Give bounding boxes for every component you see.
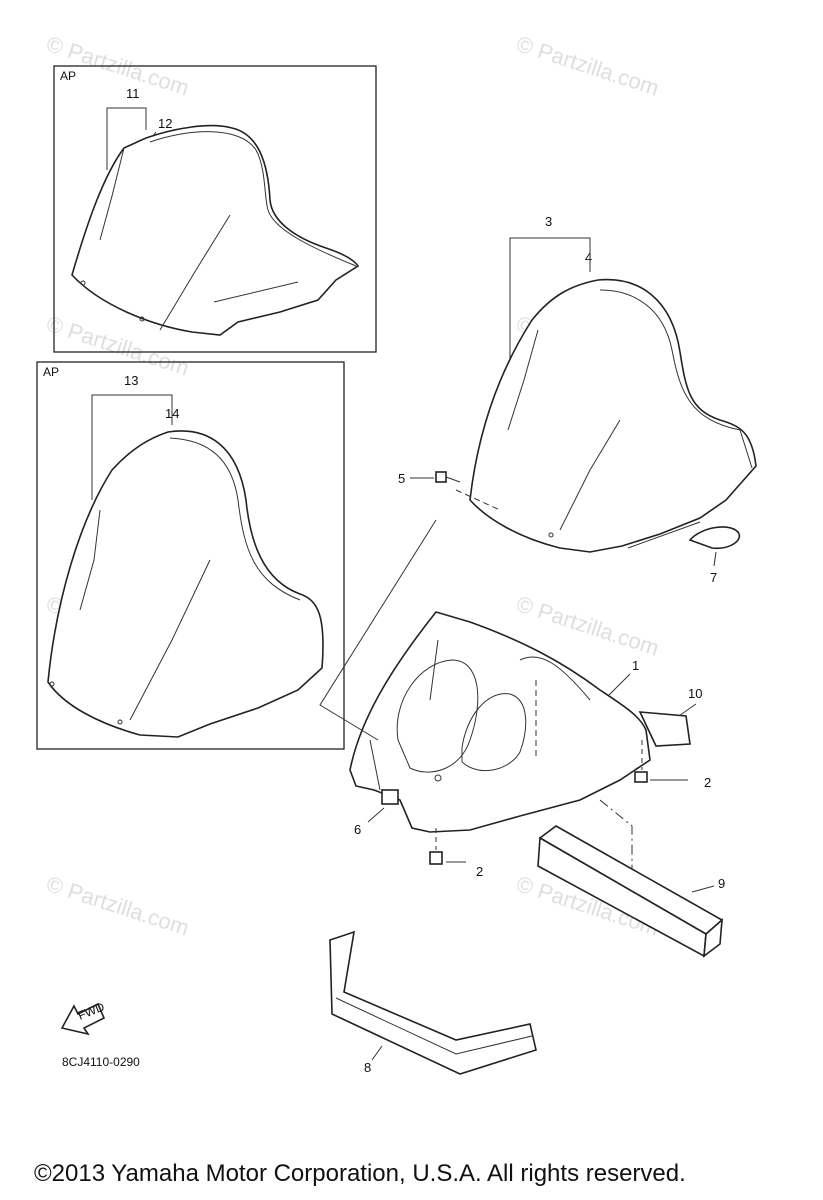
callout-3: 3 [545,214,552,229]
copyright-text: ©2013 Yamaha Motor Corporation, U.S.A. A… [34,1160,686,1187]
seal-8: 8 [329,930,537,1075]
foam-block-9: 9 [537,825,725,958]
callout-4: 4 [585,250,592,265]
inset-frame [36,361,345,750]
part-code: 8CJ4110-0290 [62,1055,140,1069]
watermark: © Partzilla.com [43,871,192,941]
callout-6: 6 [354,822,361,837]
inset-frame [53,65,377,353]
callout-13: 13 [124,373,138,388]
callout-1: 1 [632,658,639,673]
grommet-7: 7 [688,526,741,585]
callout-5: 5 [398,471,405,486]
callout-10: 10 [688,686,702,701]
clip-6: 6 [354,789,399,837]
screw-5: 5 [398,471,501,511]
windshield-main: 3 4 [469,214,757,553]
inset-label: AP [43,365,59,379]
windshield-option-b [47,430,324,738]
bolt-2-right: 2 [634,740,711,790]
assembly-line [319,519,437,741]
decal-10: 10 [638,686,702,747]
assembly-line [599,799,633,880]
cowling-1: 1 [349,611,651,833]
callout-12: 12 [158,116,172,131]
callout-8: 8 [364,1060,371,1075]
watermark: © Partzilla.com [513,31,662,101]
windshield-option-a [71,124,360,336]
callout-2: 2 [704,775,711,790]
inset-box-top: AP 11 12 [53,65,377,353]
callout-7: 7 [710,570,717,585]
inset-box-bottom: AP 13 14 [36,361,345,750]
callout-9: 9 [718,876,725,891]
callout-11: 11 [126,86,140,101]
callout-2: 2 [476,864,483,879]
inset-label: AP [60,69,76,83]
bolt-2-bottom: 2 [429,828,483,879]
fwd-arrow-icon: FWD [60,999,107,1036]
